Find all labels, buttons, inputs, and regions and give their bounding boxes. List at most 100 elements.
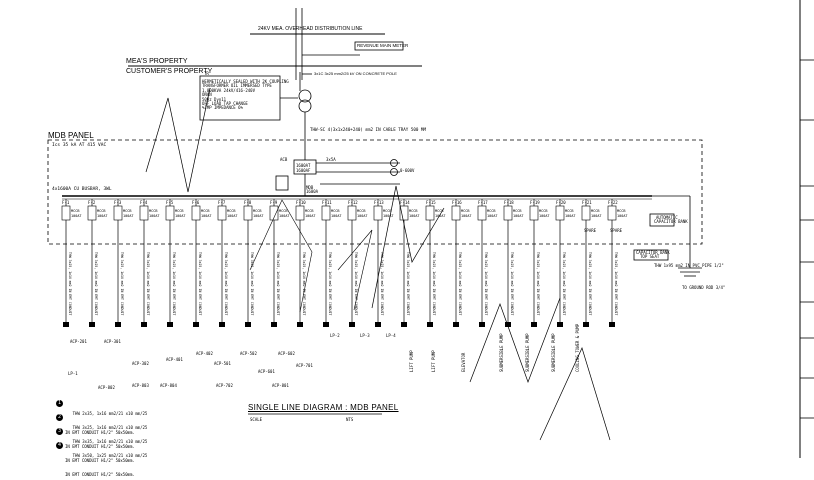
feeder-id: F-16: [452, 200, 462, 205]
feeder-id: F-21: [582, 200, 592, 205]
main-breaker-label: ACB: [280, 157, 288, 162]
feeder-cable-text: THW 3x25, 1x16 mm2 IN EMT CONDUIT: [120, 252, 124, 315]
transformer-spec-line: 50Hz Dyn11: [202, 96, 227, 102]
breaker-symbol: [61, 205, 71, 221]
breaker-symbol: [347, 205, 357, 221]
feeder-rating: 100AT: [201, 214, 212, 218]
mea-property-label: MEA'S PROPERTY: [126, 58, 188, 65]
load-symbol: [63, 322, 69, 327]
feeder-rating: 100AT: [435, 214, 446, 218]
breaker-symbol: [425, 205, 435, 221]
feeder-type: MCCB: [357, 209, 365, 213]
feeder-cable-text: THW 3x25, 1x16 mm2 IN EMT CONDUIT: [588, 252, 592, 315]
transformer-spec-line: ONAN: [202, 92, 212, 98]
feeder-rating: 100AT: [461, 214, 472, 218]
mdb-rating: Ics 35 kA AT 415 VAC: [52, 143, 107, 148]
feeder-cable-text: THW 3x25, 1x16 mm2 IN EMT CONDUIT: [328, 252, 332, 315]
feeder-id: F-15: [426, 200, 436, 205]
feeder-id: F-22: [608, 200, 618, 205]
legend-text: IN EMT CONDUIT H1/2" 50x50mm.: [65, 444, 135, 449]
feeder-id: F-9: [270, 200, 278, 205]
breaker-symbol: [529, 205, 539, 221]
feeder-cable-text: THW 3x25, 1x16 mm2 IN EMT CONDUIT: [406, 252, 410, 315]
breaker-symbol: [87, 205, 97, 221]
legend-text: THW 3x25, 1x16 mm2/21 x10 mm/25: [72, 425, 148, 430]
feeder-id: F-18: [504, 200, 514, 205]
feeder-id: F-2: [88, 200, 96, 205]
legend-item: 3 THW 3x35, 1x16 mm2/21 x10 mm/25 IN EMT…: [56, 428, 148, 463]
load-tag: ACP-601: [258, 369, 275, 374]
feeder-type: MCCB: [513, 209, 521, 213]
transformer-spec-line: HERMETICALLY SEALED WITH 2K COUPLING: [202, 79, 289, 84]
load-symbol: [193, 322, 199, 327]
feeder-id: F-12: [348, 200, 358, 205]
feeder-rating: 100AT: [253, 214, 264, 218]
feeder-id: F-14: [400, 200, 410, 205]
feeder-id: F-1: [62, 200, 70, 205]
feeder-id: F-17: [478, 200, 488, 205]
load-symbol: [271, 322, 277, 327]
load-name: LIFT PUMP: [431, 350, 436, 372]
nts-label: NTS: [346, 417, 354, 422]
load-symbol: [609, 322, 615, 327]
feeder-id: F-20: [556, 200, 566, 205]
feeder-type: MCCB: [201, 209, 209, 213]
legend-text: IN EMT CONDUIT H1/2" 50x50mm.: [65, 472, 135, 477]
legend-bullet: 3: [56, 428, 63, 435]
transformer-spec-line: %IMP IMPEDANCE 6%: [202, 105, 243, 111]
feeder-rating: 100AT: [565, 214, 576, 218]
load-symbol: [375, 322, 381, 327]
load-tag: ACP-602: [278, 351, 295, 356]
feeder-rating: 100AT: [279, 214, 290, 218]
load-symbol: [115, 322, 121, 327]
feeder-type: MCCB: [253, 209, 261, 213]
feeder-cable-note: THW-SC 4(3x1x240+240) mm2 IN CABLE TRAY …: [310, 127, 426, 132]
feeder-rating: 100AT: [617, 214, 628, 218]
breaker-symbol: [477, 205, 487, 221]
legend-bullet: 1: [56, 400, 63, 407]
feeder-cable-text: THW 3x25, 1x16 mm2 IN EMT CONDUIT: [562, 252, 566, 315]
load-symbol: [401, 322, 407, 327]
feeder-cable-text: THW 3x25, 1x16 mm2 IN EMT CONDUIT: [250, 252, 254, 315]
feeder-cable-text: THW 3x25, 1x16 mm2 IN EMT CONDUIT: [94, 252, 98, 315]
feeder-type: MCCB: [435, 209, 443, 213]
feeder-rating: 100AT: [305, 214, 316, 218]
load-name: COOLING TOWER & PUMP: [575, 323, 580, 372]
load-symbol: [89, 322, 95, 327]
load-tag: ACP-402: [196, 351, 213, 356]
breaker-symbol: [139, 205, 149, 221]
breaker-symbol: [503, 205, 513, 221]
legend-text: THW 3x35, 1x16 mm2/21 x10 mm/25: [72, 439, 148, 444]
feeder-type: MCCB: [565, 209, 573, 213]
transformer-spec-line: 1,000KVA 24kV/416-240V: [202, 87, 255, 93]
breaker-symbol: [451, 205, 461, 221]
feeder-cable-text: THW 3x25, 1x16 mm2 IN EMT CONDUIT: [484, 252, 488, 315]
feeder-id: F-10: [296, 200, 306, 205]
feeder-id: F-11: [322, 200, 332, 205]
capacitor-label: CAPACITOR BANK: [654, 219, 688, 224]
mdb-panel-title: MDB PANEL: [48, 131, 94, 140]
spare-label: SPARE: [584, 228, 597, 233]
breaker-symbol: [113, 205, 123, 221]
transformer-spec-line: TRANSFORMER OIL IMMERSED TYPE: [202, 83, 272, 89]
load-symbol: [531, 322, 537, 327]
feeder-rating: 100AT: [331, 214, 342, 218]
ground-note: THW 1x95 mm2 IN PVC PIPE 1/2": [654, 263, 724, 268]
breaker-symbol: [607, 205, 617, 221]
transformer-tag: TR: [204, 71, 209, 76]
breaker-symbol: [295, 205, 305, 221]
load-symbol: [453, 322, 459, 327]
feeder-cable-text: THW 3x25, 1x16 mm2 IN EMT CONDUIT: [172, 252, 176, 315]
feeder-type: MCCB: [123, 209, 131, 213]
